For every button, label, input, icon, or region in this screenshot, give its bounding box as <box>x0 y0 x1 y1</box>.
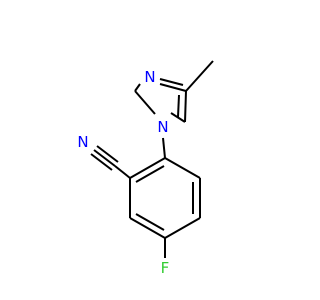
bond-n1-c5 <box>170 112 186 123</box>
bond-c5-c4-inner <box>177 94 180 118</box>
bond-c5-c4 <box>184 90 187 123</box>
bond-ring-f <box>129 157 166 179</box>
bond-triple-1 <box>93 149 116 167</box>
atom-imidazole-n3: N <box>144 68 155 86</box>
bond-triple-2 <box>96 145 119 163</box>
bond-n3-c2 <box>134 83 141 92</box>
bond-ring-c <box>164 217 201 239</box>
bond-ring-d-inner <box>135 213 165 231</box>
bond-methyl <box>185 60 214 92</box>
chemical-structure: N N N F <box>77 60 214 277</box>
atom-nitrile-n: N <box>77 133 88 151</box>
bond-c4-n3 <box>159 83 187 92</box>
bond-n1-aryl <box>162 137 166 159</box>
bond-ring-d <box>129 217 166 239</box>
bond-nitrile-c <box>114 165 131 179</box>
atom-imidazole-n1: N <box>157 118 168 136</box>
bond-ring-a <box>164 157 201 179</box>
bond-c2-n1 <box>134 90 156 115</box>
bond-triple-3 <box>90 153 113 171</box>
bond-ring-f-inner <box>135 165 165 183</box>
bond-c4-n3-inner <box>159 78 184 86</box>
atom-fluorine: F <box>161 259 170 277</box>
